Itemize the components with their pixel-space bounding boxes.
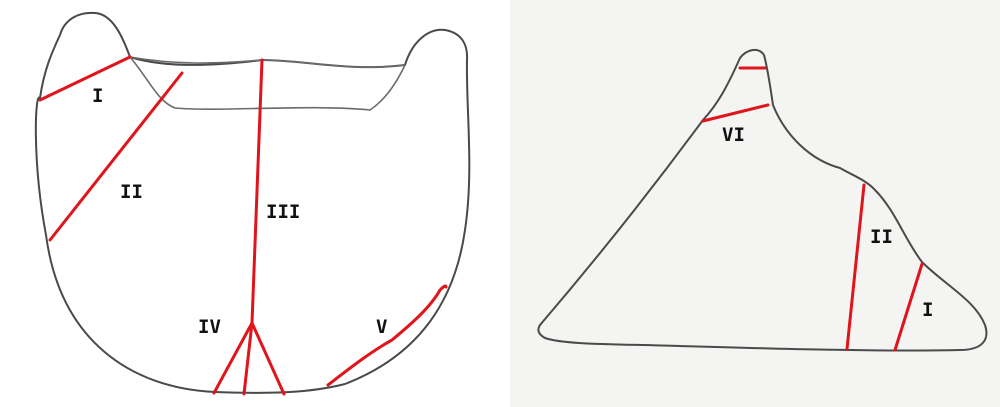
right-figure-outline [538, 50, 986, 351]
right-figure: VI II I [538, 50, 986, 351]
left-cut-line-I [40, 57, 130, 100]
left-inner-curve-upper [130, 57, 405, 67]
left-figure: I II III IV V [36, 13, 469, 394]
left-label-IV: IV [198, 316, 221, 338]
right-cut-line-I [895, 264, 922, 350]
right-label-I: I [922, 299, 933, 321]
right-label-II: II [870, 226, 893, 248]
left-cut-line-III [252, 60, 262, 323]
left-label-I: I [92, 85, 103, 107]
left-cut-line-IV-right [252, 323, 284, 394]
left-label-V: V [376, 316, 387, 338]
left-cut-line-II [50, 73, 182, 240]
right-label-VI: VI [722, 124, 745, 146]
left-label-II: II [120, 181, 143, 203]
right-cut-line-II [847, 185, 864, 349]
left-label-III: III [266, 201, 300, 223]
